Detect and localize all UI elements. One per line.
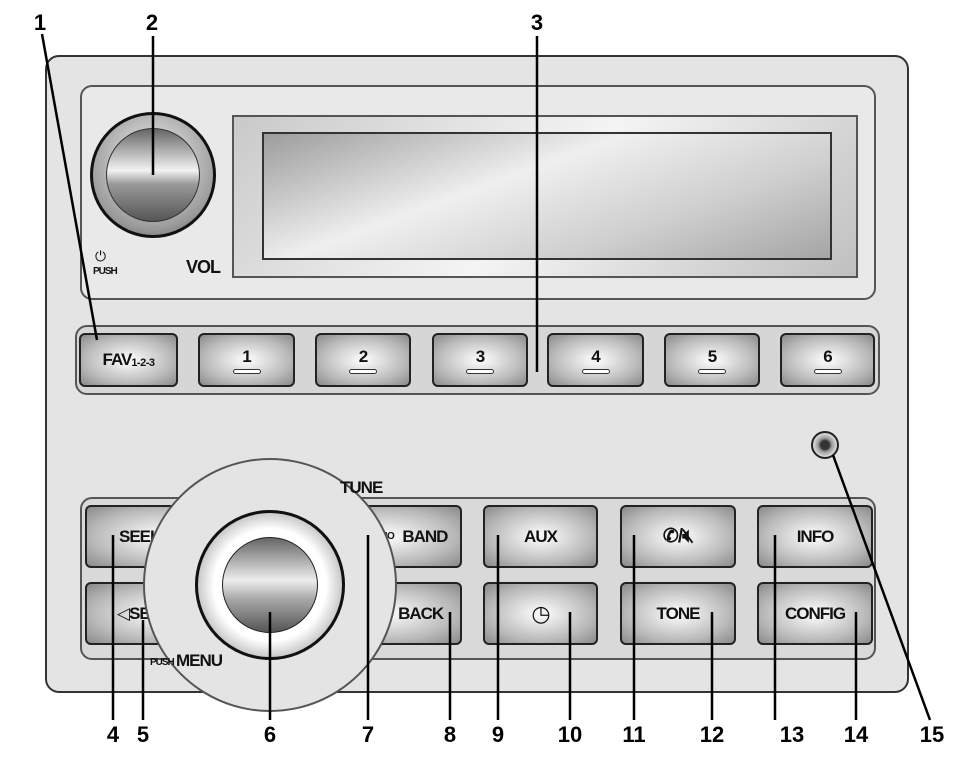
clock-icon: ◷ [531,600,550,626]
triangle-right-icon: ▷ [161,526,174,546]
info-button[interactable]: INFO [757,505,873,568]
preset-button-2[interactable]: 2 [315,333,411,387]
phone-mute-icon: ✆/🔇︎ [662,526,694,547]
callout-2: 2 [145,10,159,35]
preset-button-1[interactable]: 1 [198,333,295,387]
push-label: PUSH [150,657,175,668]
callout-8: 8 [443,722,457,747]
callout-13: 13 [779,722,805,747]
phone-mute-button[interactable]: ✆/🔇︎ [620,505,736,568]
preset-button-3[interactable]: 3 [432,333,528,387]
preset-button-4[interactable]: 4 [547,333,644,387]
clock-button[interactable]: ◷ [483,582,598,645]
callout-1: 1 [33,10,47,35]
menu-label: MENU [176,651,223,670]
tune-menu-knob[interactable] [222,537,318,633]
callout-11: 11 [622,722,646,747]
callout-4: 4 [106,722,120,747]
aux-button[interactable]: AUX [483,505,598,568]
volume-label: VOL [186,257,221,277]
callout-5: 5 [136,722,150,747]
callout-9: 9 [491,722,505,747]
tone-button[interactable]: TONE [620,582,736,645]
callout-6: 6 [263,722,277,747]
triangle-left-icon: ◁ [117,603,130,623]
config-button[interactable]: CONFIG [757,582,873,645]
callout-7: 7 [361,722,375,747]
callout-10: 10 [557,722,583,747]
aux-input-jack[interactable] [811,431,839,459]
tune-label: TUNE [340,478,383,497]
arrow-left-icon: ⇦ [378,603,393,623]
callout-12: 12 [699,722,725,747]
preset-button-6[interactable]: 6 [780,333,875,387]
display-screen [262,132,832,260]
volume-knob[interactable] [90,112,216,238]
power-icon: ⏻ [95,248,106,264]
callout-15: 15 [919,722,945,747]
callout-14: 14 [843,722,869,747]
callout-3: 3 [530,10,544,35]
preset-button-5[interactable]: 5 [664,333,760,387]
power-push-label: PUSH [93,266,118,277]
